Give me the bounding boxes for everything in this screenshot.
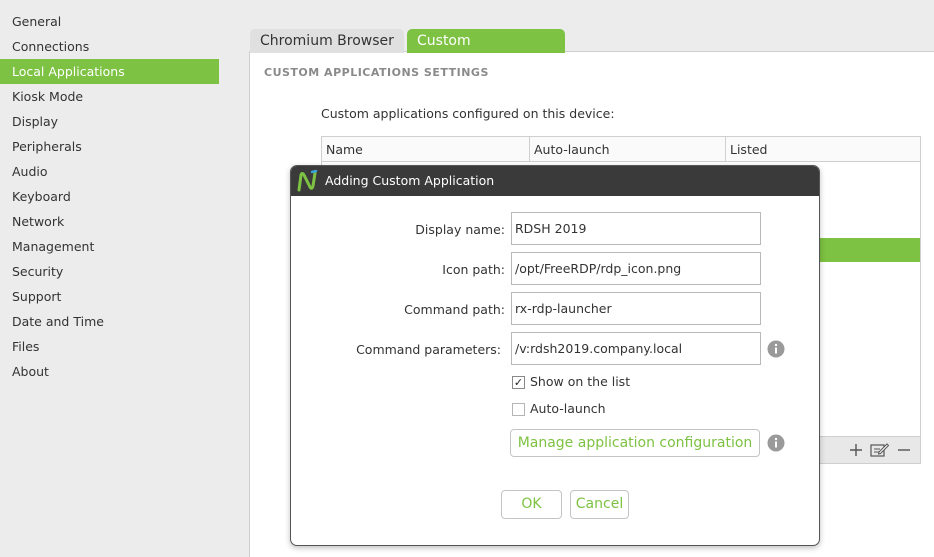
sidebar-item-general[interactable]: General [12, 14, 62, 29]
icon-path-input[interactable] [511, 252, 761, 285]
sidebar-item-peripherals[interactable]: Peripherals [12, 139, 82, 154]
command-path-input[interactable] [511, 292, 761, 325]
command-parameters-input[interactable] [511, 332, 761, 365]
show-on-list-label[interactable]: Show on the list [530, 374, 631, 389]
app-logo-icon [296, 169, 320, 193]
sidebar: General Connections Local Applications K… [0, 0, 219, 557]
sidebar-item-support[interactable]: Support [12, 289, 62, 304]
dialog-titlebar[interactable]: Adding Custom Application [291, 166, 819, 196]
display-name-input[interactable] [511, 212, 761, 245]
applications-caption: Custom applications configured on this d… [321, 106, 615, 121]
manage-application-configuration-button[interactable]: Manage application configuration [510, 429, 760, 457]
cancel-button[interactable]: Cancel [570, 490, 629, 519]
section-heading: CUSTOM APPLICATIONS SETTINGS [264, 66, 489, 79]
sidebar-item-connections[interactable]: Connections [12, 39, 90, 54]
add-custom-application-dialog: Adding Custom Application Display name: … [290, 165, 820, 546]
sidebar-item-keyboard[interactable]: Keyboard [12, 189, 71, 204]
tab-custom-applications[interactable]: Custom Applications [407, 29, 565, 73]
plus-icon[interactable] [845, 439, 867, 461]
column-header-auto-launch[interactable]: Auto-launch [530, 137, 726, 162]
sidebar-item-date-and-time[interactable]: Date and Time [12, 314, 104, 329]
auto-launch-checkbox[interactable] [512, 403, 525, 416]
tab-chromium-browser[interactable]: Chromium Browser [250, 29, 404, 53]
minus-icon[interactable] [893, 439, 915, 461]
auto-launch-label[interactable]: Auto-launch [530, 401, 606, 416]
sidebar-item-local-applications[interactable]: Local Applications [0, 59, 219, 84]
info-icon[interactable] [767, 434, 785, 452]
show-on-list-checkbox[interactable]: ✓ [512, 376, 525, 389]
sidebar-item-about[interactable]: About [12, 364, 49, 379]
sidebar-item-kiosk-mode[interactable]: Kiosk Mode [12, 89, 84, 104]
column-header-listed[interactable]: Listed [730, 142, 768, 157]
sidebar-item-management[interactable]: Management [12, 239, 95, 254]
command-parameters-label: Command parameters: [356, 342, 501, 357]
edit-icon[interactable] [868, 439, 890, 461]
command-path-label: Command path: [404, 302, 505, 317]
sidebar-item-security[interactable]: Security [12, 264, 64, 279]
sidebar-item-audio[interactable]: Audio [12, 164, 48, 179]
table-header: Name Auto-launch Listed [322, 137, 920, 162]
info-icon[interactable] [767, 340, 785, 358]
display-name-label: Display name: [415, 222, 505, 237]
icon-path-label: Icon path: [442, 262, 505, 277]
sidebar-item-display[interactable]: Display [12, 114, 59, 129]
sidebar-item-files[interactable]: Files [12, 339, 40, 354]
dialog-title: Adding Custom Application [325, 173, 495, 188]
column-header-name[interactable]: Name [322, 137, 530, 162]
ok-button[interactable]: OK [501, 490, 562, 519]
sidebar-item-network[interactable]: Network [12, 214, 65, 229]
